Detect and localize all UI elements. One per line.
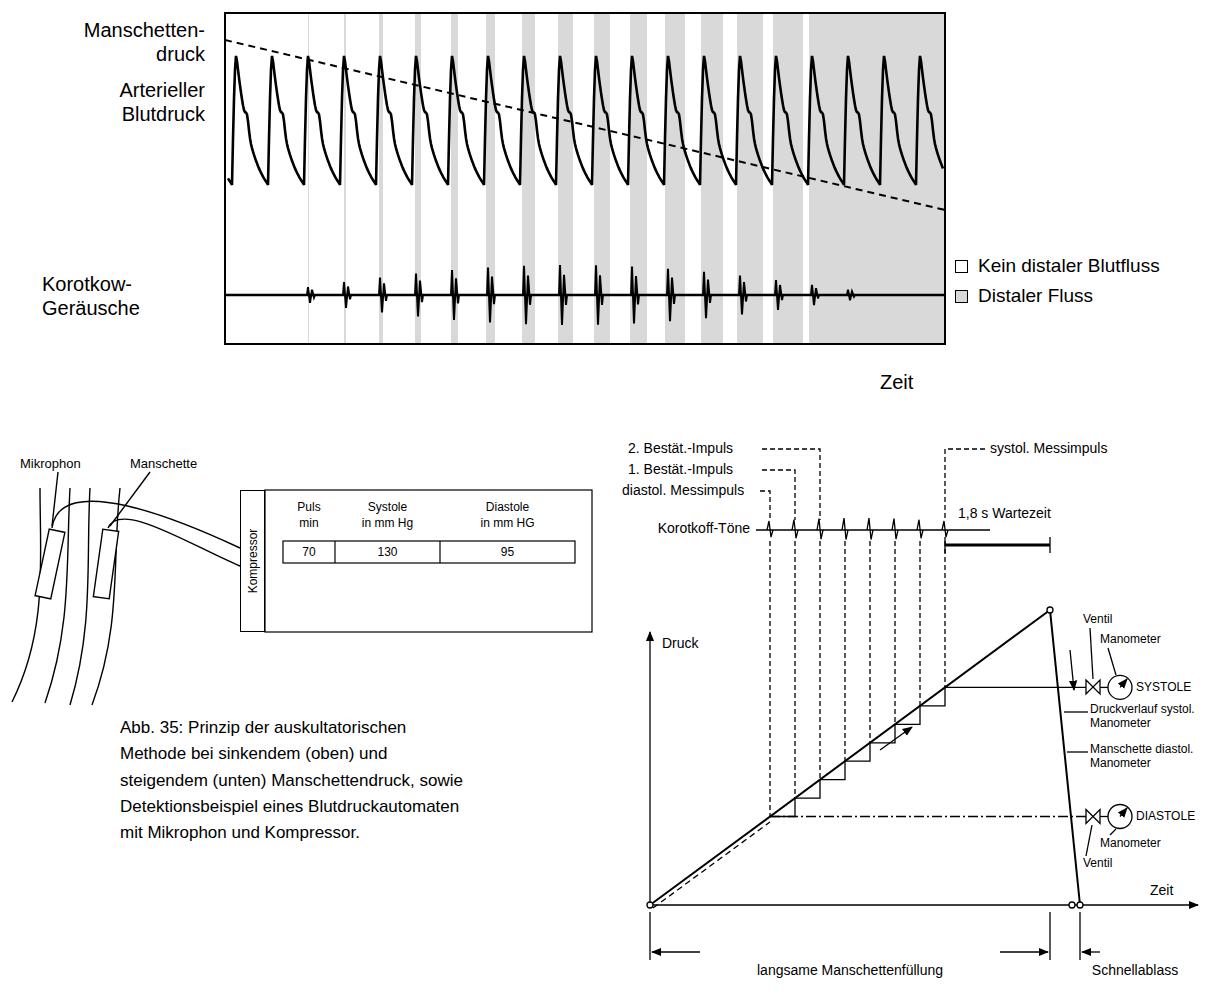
label-text: Schnellablass — [1070, 962, 1200, 979]
label-text: Systole — [335, 500, 440, 514]
label-text: 2. Bestät.-Impuls — [628, 440, 760, 457]
label-text: min — [283, 516, 335, 530]
label-text: Manschetten- druck — [75, 18, 205, 66]
label-text: Mikrophon — [20, 456, 115, 472]
legend-text: Kein distaler Blutfluss — [978, 255, 1188, 278]
label-text: 70 — [283, 545, 335, 559]
label-text: Ventil — [1083, 612, 1143, 626]
node-text: Kompressor — [245, 529, 259, 594]
label-text: 1. Bestät.-Impuls — [628, 461, 760, 478]
label-text: Manschette — [130, 456, 230, 472]
label-text: Zeit — [1150, 882, 1195, 899]
label-text: 1,8 s Wartezeit — [958, 505, 1088, 522]
compressor-box: Kompressor — [240, 490, 265, 632]
arterial-wave — [228, 56, 943, 185]
label-text: 130 — [335, 545, 440, 559]
label-text: Manometer — [1100, 836, 1190, 850]
display-table — [265, 490, 592, 632]
legend-text: Distaler Fluss — [978, 285, 1188, 308]
label-text: Manometer — [1100, 632, 1190, 646]
label-text: in mm Hg — [335, 516, 440, 530]
figure-caption: Abb. 35: Prinzip der auskultatorischen M… — [120, 715, 465, 847]
korotkoff-spikes — [307, 265, 855, 325]
label-text: Puls — [283, 500, 335, 514]
label-text: 95 — [440, 545, 575, 559]
korotkoff-baseline — [225, 294, 945, 297]
label-text: diastol. Messimpuls — [622, 482, 758, 499]
legend-swatch — [955, 290, 968, 303]
label-text: Korotkoff-Töne — [612, 520, 750, 537]
label-text: Korotkow- Geräusche — [42, 272, 172, 320]
label-text: DIASTOLE — [1136, 809, 1203, 823]
cuff-pressure-line — [225, 40, 945, 210]
label-text: Zeit — [880, 370, 940, 394]
label-text: Druckverlauf systol. Manometer — [1090, 702, 1202, 731]
label-text: systol. Messimpuls — [990, 440, 1150, 457]
chart-frame — [225, 13, 945, 344]
label-text: Arterieller Blutdruck — [75, 78, 205, 126]
label-text: langsame Manschettenfüllung — [650, 962, 1050, 979]
label-text: Ventil — [1083, 856, 1143, 870]
arm-drawing — [12, 472, 240, 705]
label-text: in mm HG — [440, 516, 575, 530]
label-text: SYSTOLE — [1136, 680, 1202, 694]
label-text: Druck — [662, 635, 742, 652]
label-text: Diastole — [440, 500, 575, 514]
legend-swatch — [955, 260, 968, 273]
label-text: Manschette diastol. Manometer — [1090, 742, 1202, 771]
